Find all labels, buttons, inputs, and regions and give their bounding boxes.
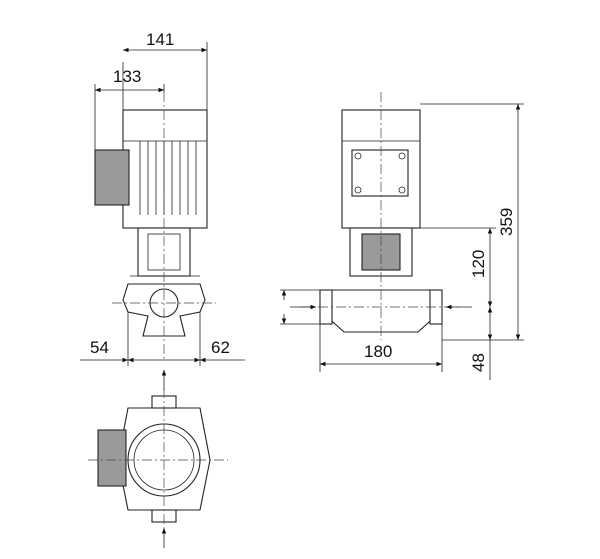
front-view: 141 133 54 62 [80, 30, 245, 366]
dim-54: 54 [90, 338, 109, 357]
dim-48: 48 [469, 353, 488, 372]
top-terminal-box [97, 429, 127, 487]
terminal-box-side [94, 149, 130, 206]
dim-133: 133 [113, 67, 141, 86]
side-view: 180 359 120 48 [280, 92, 524, 380]
front-motor-body [122, 109, 208, 229]
dim-62: 62 [211, 338, 230, 357]
dim-359: 359 [497, 208, 516, 236]
dim-141: 141 [146, 30, 174, 49]
side-terminal-box [351, 149, 409, 197]
dim-180: 180 [364, 342, 392, 361]
dim-120: 120 [469, 250, 488, 278]
top-view [88, 370, 228, 548]
